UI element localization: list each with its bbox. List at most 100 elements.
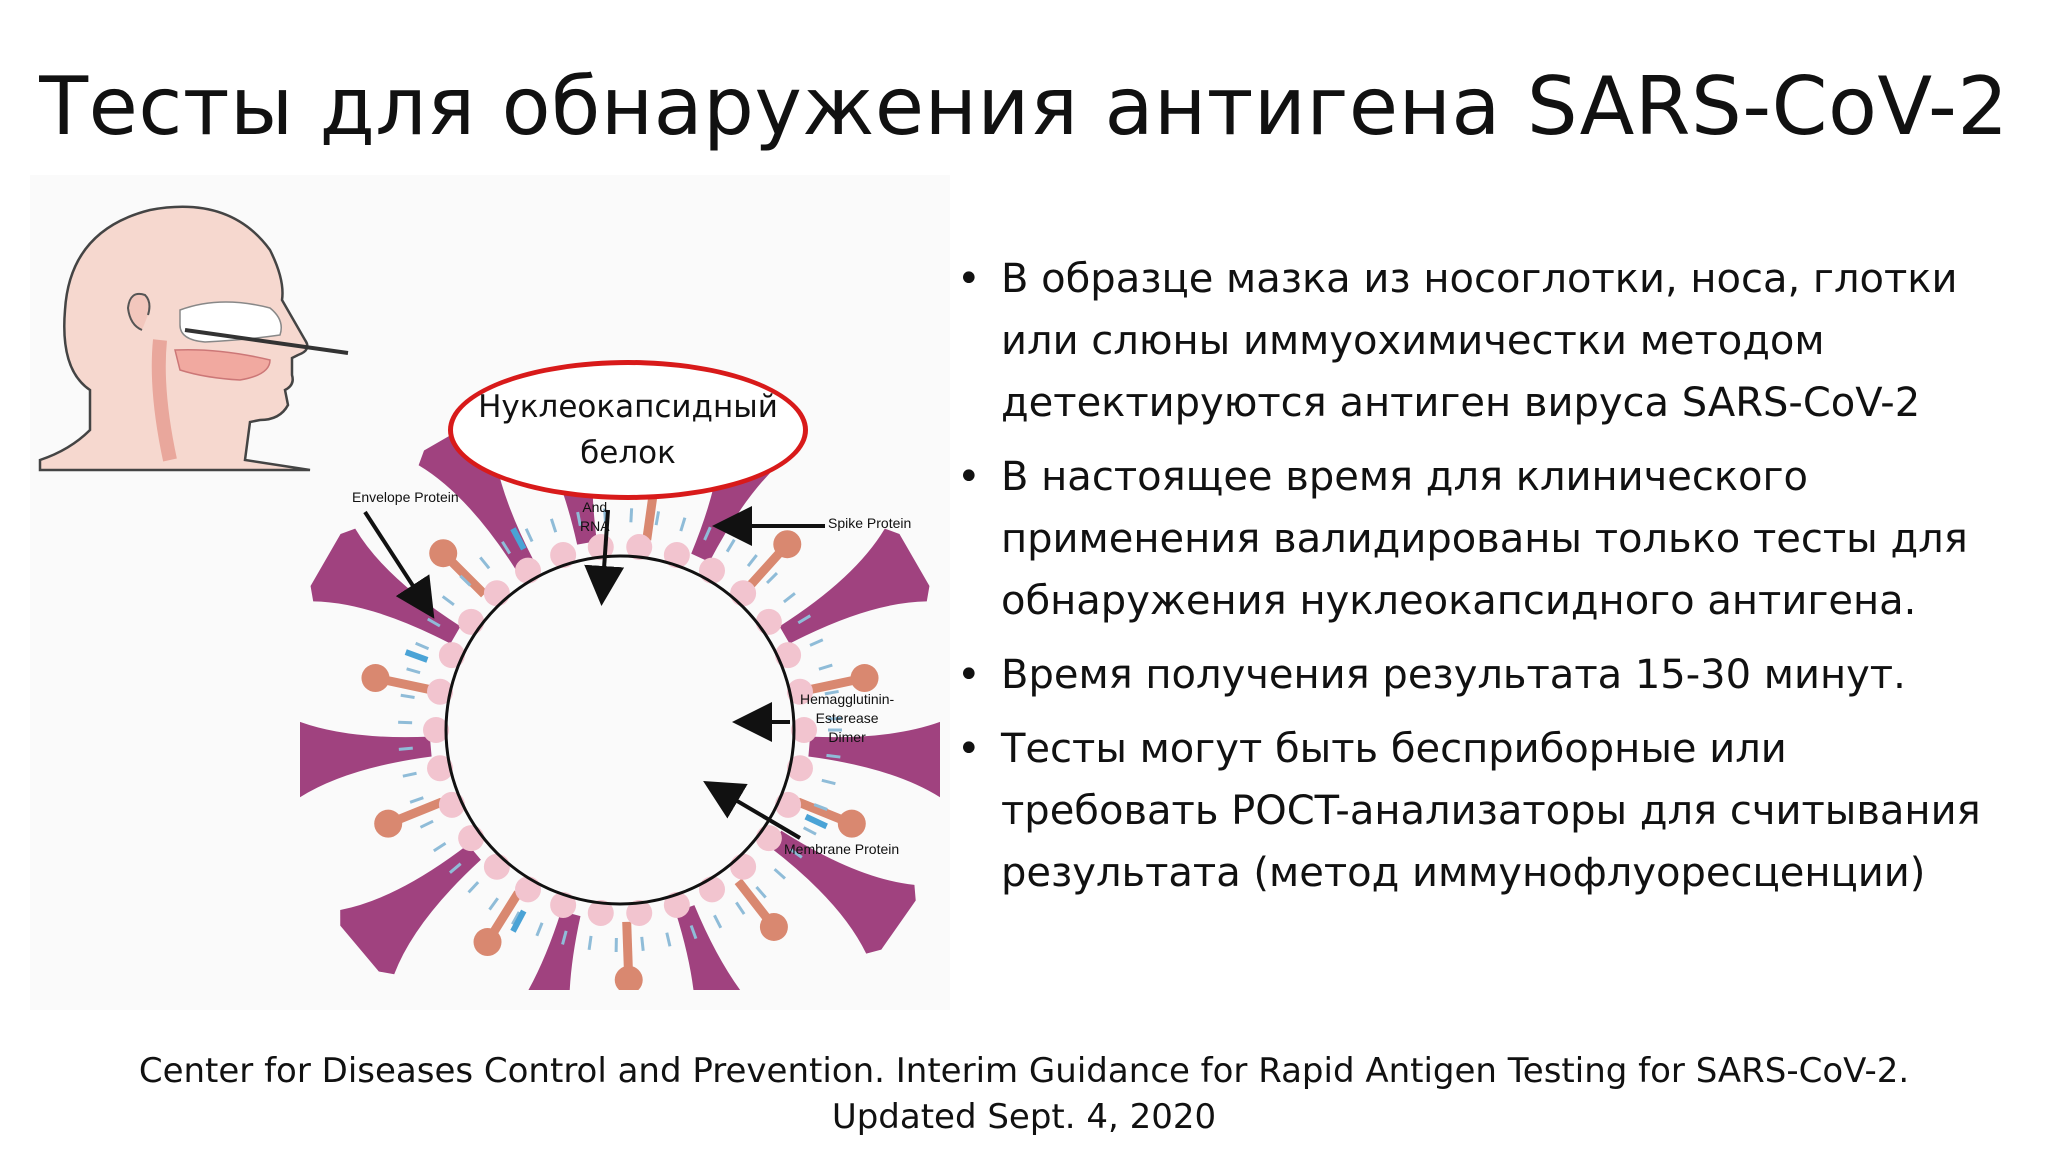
membrane-lipid	[821, 778, 836, 786]
membrane-lipid	[789, 848, 803, 859]
he-dimer-label-line2: Esterease	[815, 710, 879, 726]
nucleocapsid-callout: Нуклеокапсидный белок	[448, 360, 808, 500]
envelope-protein	[404, 649, 429, 663]
membrane-lipid	[524, 528, 534, 543]
head-profile-icon	[38, 205, 349, 472]
nucleocapsid-bead	[755, 608, 782, 635]
membrane-lipid	[713, 914, 723, 929]
membrane-lipid	[809, 638, 824, 647]
callout-line2: белок	[580, 435, 676, 471]
spike-protein-label: Spike Protein	[828, 515, 912, 531]
membrane-lipid	[406, 667, 421, 675]
spike-protein	[418, 420, 534, 571]
nucleocapsid-bead	[786, 678, 813, 705]
nucleocapsid-bead	[483, 853, 510, 880]
membrane-lipid	[448, 862, 462, 874]
nucleocapsid-bead	[438, 642, 465, 669]
nucleocapsid-bead	[587, 899, 614, 926]
nucleocapsid-bead	[663, 542, 690, 569]
he-head	[429, 539, 458, 568]
envelope-protein-label: Envelope Protein	[352, 489, 459, 505]
spike-protein	[340, 844, 481, 975]
spike-protein	[675, 905, 741, 990]
he-dimer-label: Hemagglutinin- Esterease Dimer	[800, 690, 894, 747]
bullet-item: Тесты могут быть бесприборные или требов…	[955, 718, 2015, 904]
membrane-lipid	[802, 826, 817, 836]
bullet-item: В настоящее время для клинического приме…	[955, 446, 2015, 632]
nucleocapsid-bead	[427, 678, 454, 705]
membrane-lipid	[640, 936, 645, 951]
he-head	[374, 809, 403, 838]
membrane-lipid	[824, 689, 839, 696]
membrane-lipid	[773, 868, 786, 880]
nucleocapsid-bead	[730, 580, 757, 607]
membrane-lipid	[703, 526, 712, 541]
nucleocapsid-rna-label-line2: RNA	[580, 518, 610, 534]
nucleocapsid-rna-label-line1: And	[582, 499, 608, 515]
citation: Center for Diseases Control and Preventi…	[0, 1048, 2048, 1140]
envelope-protein	[804, 813, 828, 830]
membrane-lipid	[402, 771, 417, 778]
he-dimer-label-line1: Hemagglutinin-	[800, 691, 895, 707]
nucleocapsid-bead	[699, 876, 725, 903]
he-head	[473, 928, 502, 957]
membrane-lipid	[654, 511, 661, 526]
spike-protein	[300, 721, 432, 798]
membrane-lipid	[441, 595, 455, 607]
nucleocapsid-bead	[550, 542, 577, 569]
pointer-arrow	[703, 780, 802, 840]
rna-ring	[444, 554, 796, 906]
nucleocapsid-bead	[663, 891, 690, 918]
nucleocapsid-bead	[699, 557, 725, 584]
nucleocapsid-bead	[427, 755, 454, 782]
membrane-lipid	[746, 554, 758, 568]
pointer-arrow	[363, 510, 435, 619]
membrane-lipid	[400, 693, 415, 699]
membrane-lipid	[665, 932, 672, 947]
membrane-lipid	[818, 663, 833, 671]
nucleocapsid-bead	[515, 557, 541, 584]
membrane-lipid	[432, 842, 447, 853]
bullet-item: Время получения результата 15-30 минут.	[955, 644, 2015, 706]
envelope-protein	[510, 909, 527, 933]
nucleocapsid-bead	[786, 755, 813, 782]
bullet-list: В образце мазка из носоглотки, носа, гло…	[955, 248, 2015, 916]
nucleocapsid-bead	[791, 717, 817, 743]
membrane-protein-label: Membrane Protein	[784, 841, 900, 857]
membrane-lipid	[782, 592, 796, 604]
membrane-lipid	[459, 574, 472, 587]
nucleocapsid-bead	[458, 825, 485, 852]
membrane-lipid	[426, 617, 441, 628]
nucleocapsid-bead	[755, 825, 782, 852]
membrane-lipid	[398, 746, 413, 751]
membrane-lipid	[511, 911, 521, 925]
membrane-lipid	[479, 556, 491, 570]
he-head	[837, 809, 866, 838]
membrane-lipid	[735, 901, 746, 915]
nucleocapsid-bead	[483, 580, 510, 607]
nucleocapsid-bead	[626, 899, 653, 926]
membrane-lipid	[419, 819, 434, 829]
spike-protein	[779, 528, 930, 644]
nucleocapsid-bead	[515, 876, 541, 903]
nucleocapsid-bead	[423, 717, 449, 743]
nucleocapsid-bead	[458, 608, 485, 635]
membrane-lipid	[629, 508, 634, 523]
callout-line1: Нуклеокапсидный	[478, 389, 778, 425]
membrane-lipid	[813, 803, 828, 811]
membrane-lipid	[561, 930, 568, 945]
membrane-lipid	[576, 511, 582, 527]
membrane-lipid	[766, 571, 779, 584]
he-head	[614, 965, 643, 990]
membrane-lipid	[409, 796, 424, 804]
membrane-lipid	[755, 885, 767, 899]
pointer-arrow	[584, 509, 625, 606]
nucleocapsid-rna-label: And RNA	[580, 498, 610, 536]
nucleocapsid-bead	[550, 891, 577, 918]
nucleocapsid-bead	[775, 642, 802, 669]
membrane-lipid	[826, 753, 841, 759]
he-dimer-label-line3: Dimer	[828, 729, 866, 745]
nucleocapsid-bead	[730, 853, 757, 880]
nucleocapsid-bead	[626, 534, 653, 561]
he-head	[361, 664, 390, 693]
